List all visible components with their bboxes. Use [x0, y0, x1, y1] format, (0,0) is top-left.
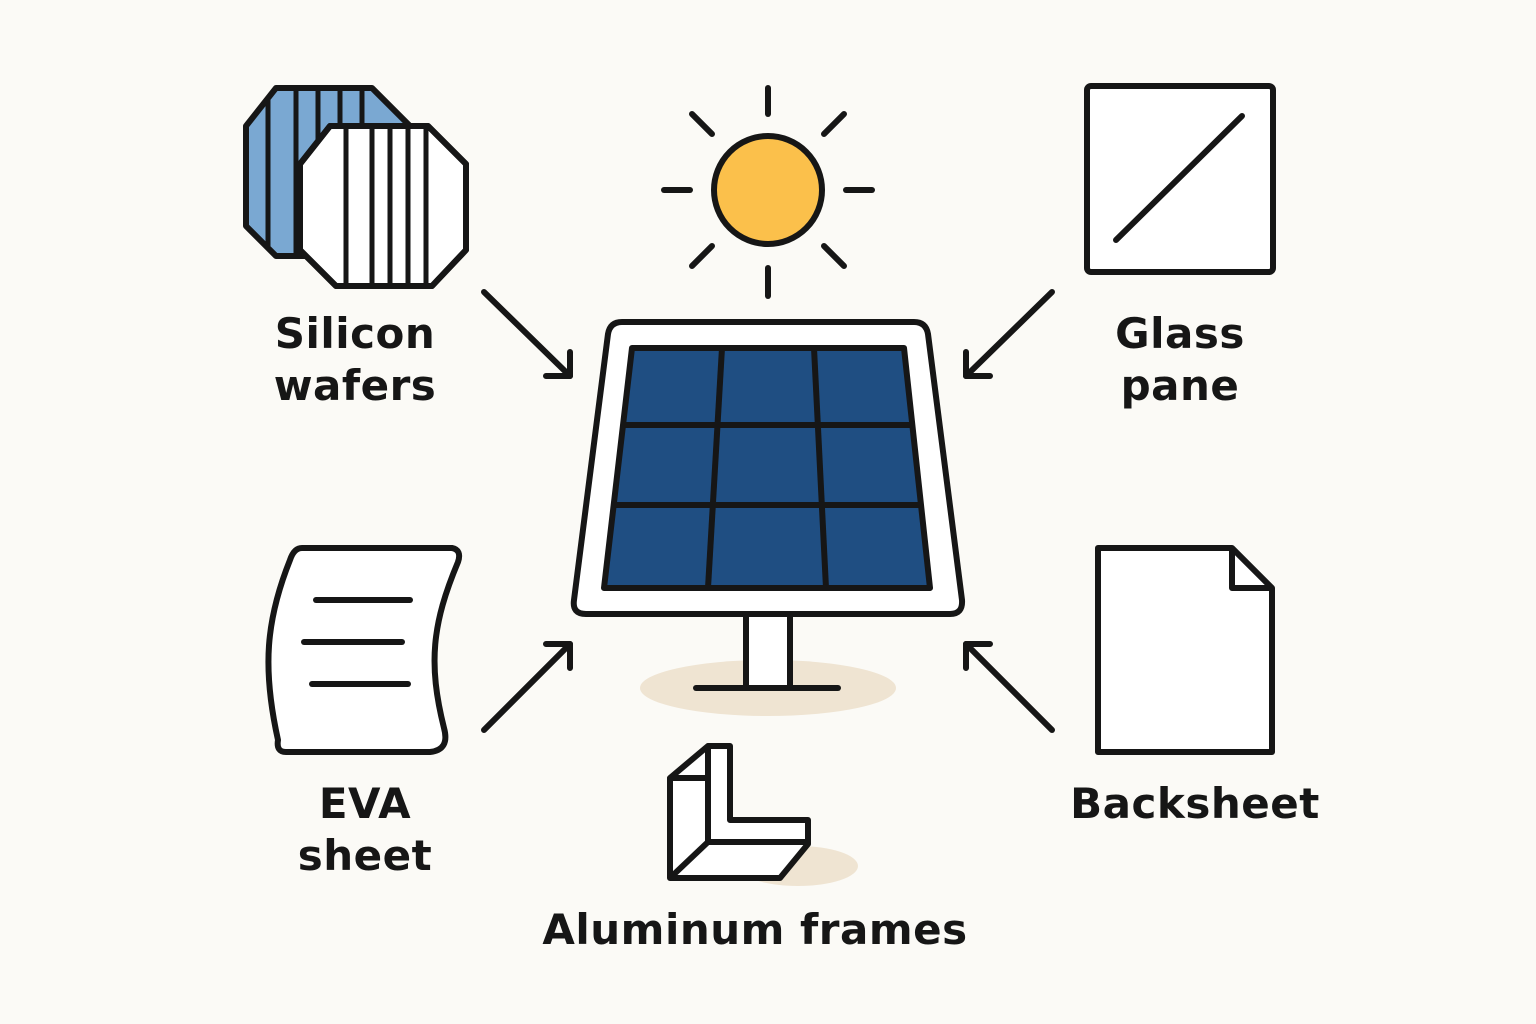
- glass-pane-label: Glass pane: [1080, 308, 1280, 412]
- arrow-icon: [481, 289, 573, 379]
- eva-sheet-icon: [265, 545, 463, 755]
- eva-sheet-label: EVA sheet: [270, 778, 460, 882]
- aluminum-frames-label: Aluminum frames: [520, 904, 990, 956]
- glass-pane-icon: [1084, 83, 1276, 275]
- aluminum-frame-icon: [667, 743, 858, 886]
- backsheet-icon: [1095, 545, 1275, 755]
- silicon-wafers-label: Silicon wafers: [250, 308, 460, 412]
- glass-pane-label-line1: Glass: [1115, 309, 1245, 358]
- backsheet-label-text: Backsheet: [1070, 779, 1320, 828]
- silicon-wafers-label-line1: Silicon: [274, 309, 436, 358]
- eva-sheet-label-line2: sheet: [297, 831, 433, 880]
- aluminum-frames-label-text: Aluminum frames: [542, 905, 968, 954]
- backsheet-label: Backsheet: [1050, 778, 1340, 830]
- arrow-icon: [481, 641, 573, 733]
- sun-icon: [661, 85, 875, 299]
- arrow-icon: [963, 641, 1055, 733]
- arrow-icon: [963, 289, 1055, 379]
- silicon-wafers-label-line2: wafers: [273, 361, 437, 410]
- solar-panel-icon: [570, 319, 966, 716]
- glass-pane-label-line2: pane: [1120, 361, 1240, 410]
- eva-sheet-label-line1: EVA: [318, 779, 412, 828]
- silicon-wafer-icon: [243, 85, 469, 289]
